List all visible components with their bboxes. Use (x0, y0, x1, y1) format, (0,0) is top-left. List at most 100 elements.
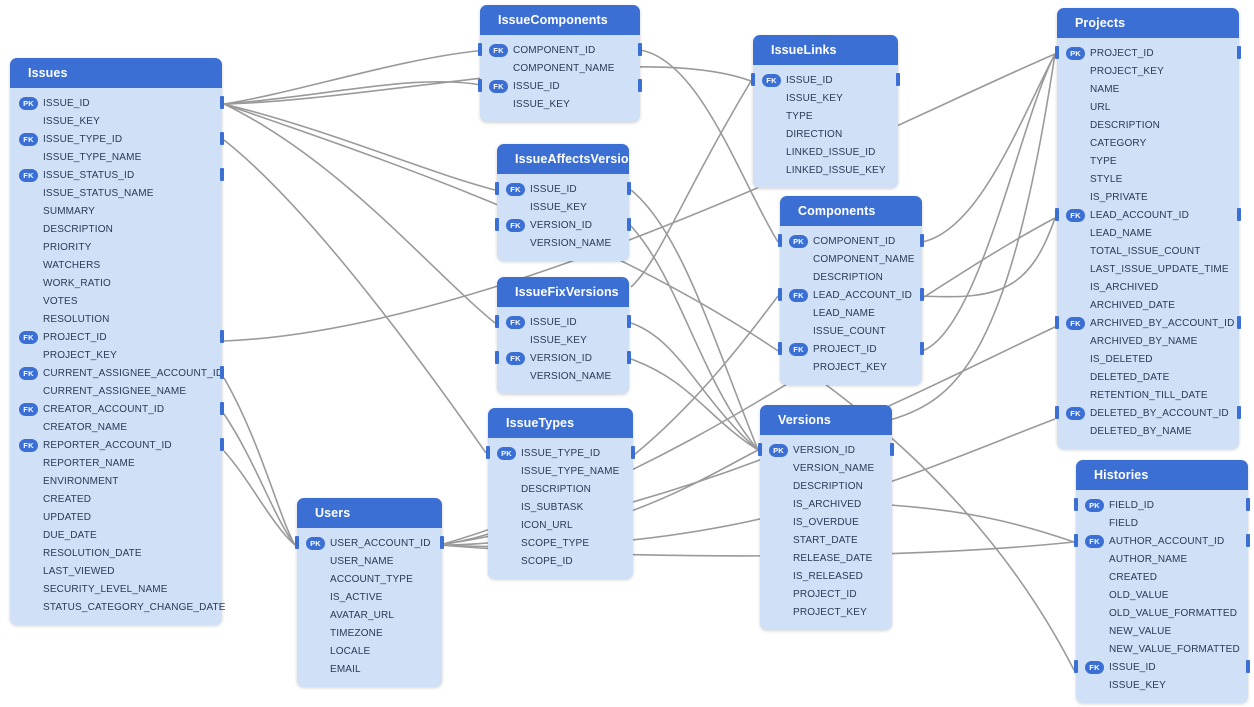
foreign-key-badge: FK (19, 438, 38, 452)
connector-port-right[interactable] (627, 351, 631, 364)
connector-port-right[interactable] (1237, 46, 1241, 59)
connector-port-right[interactable] (1246, 498, 1250, 511)
field-name: OLD_VALUE (1109, 589, 1169, 601)
field-name: LAST_VIEWED (43, 565, 115, 577)
connector-port-left[interactable] (1055, 208, 1059, 221)
connector-port-right[interactable] (220, 132, 224, 145)
connector-port-left[interactable] (495, 182, 499, 195)
connector-port-right[interactable] (1237, 208, 1241, 221)
connector-port-left[interactable] (1055, 406, 1059, 419)
field-name: CATEGORY (1090, 137, 1147, 149)
field-name: TIMEZONE (330, 627, 383, 639)
field-name: IS_DELETED (1090, 353, 1153, 365)
field-name: LINKED_ISSUE_KEY (786, 164, 886, 176)
connector-port-left[interactable] (486, 446, 490, 459)
connector-port-right[interactable] (220, 96, 224, 109)
field-name: RESOLUTION_DATE (43, 547, 142, 559)
connector-port-left[interactable] (295, 536, 299, 549)
connector-port-right[interactable] (1246, 660, 1250, 673)
field-name: NAME (1090, 83, 1120, 95)
connector-port-right[interactable] (220, 330, 224, 343)
connector-port-right[interactable] (1246, 534, 1250, 547)
connector-port-right[interactable] (627, 315, 631, 328)
field-name: ISSUE_COUNT (813, 325, 886, 337)
field-row: UPDATED (10, 508, 222, 526)
connector-port-left[interactable] (495, 218, 499, 231)
connector-port-left[interactable] (1055, 316, 1059, 329)
field-row: COMPONENT_NAME (780, 250, 922, 268)
connector-port-right[interactable] (631, 446, 635, 459)
field-row: USER_NAME (297, 552, 442, 570)
foreign-key-badge: FK (1085, 660, 1104, 674)
field-row: CREATED (1076, 568, 1248, 586)
field-name: IS_ARCHIVED (1090, 281, 1159, 293)
connector-port-left[interactable] (778, 342, 782, 355)
connector-port-left[interactable] (478, 79, 482, 92)
field-name: PROJECT_ID (813, 343, 877, 355)
connector-port-left[interactable] (1074, 660, 1078, 673)
connector-port-right[interactable] (896, 73, 900, 86)
connector-port-right[interactable] (638, 79, 642, 92)
relationship-edge (630, 189, 759, 451)
connector-port-right[interactable] (920, 342, 924, 355)
field-row: WATCHERS (10, 256, 222, 274)
connector-port-left[interactable] (778, 234, 782, 247)
field-name: FIELD (1109, 517, 1139, 529)
connector-port-left[interactable] (751, 73, 755, 86)
field-row: STYLE (1057, 170, 1239, 188)
field-name: ISSUE_STATUS_NAME (43, 187, 154, 199)
connector-port-right[interactable] (1237, 406, 1241, 419)
field-row: CREATOR_NAME (10, 418, 222, 436)
connector-port-right[interactable] (890, 443, 894, 456)
connector-port-left[interactable] (1074, 534, 1078, 547)
field-row: TOTAL_ISSUE_COUNT (1057, 242, 1239, 260)
connector-port-left[interactable] (758, 443, 762, 456)
field-row: URL (1057, 98, 1239, 116)
connector-port-right[interactable] (638, 43, 642, 56)
field-name: ISSUE_TYPE_ID (43, 133, 123, 145)
connector-port-left[interactable] (478, 43, 482, 56)
field-name: VOTES (43, 295, 78, 307)
connector-port-right[interactable] (627, 182, 631, 195)
connector-port-right[interactable] (220, 168, 224, 181)
connector-port-right[interactable] (1237, 316, 1241, 329)
connector-port-left[interactable] (1074, 498, 1078, 511)
foreign-key-badge: FK (506, 218, 525, 232)
connector-port-right[interactable] (220, 438, 224, 451)
field-name: DUE_DATE (43, 529, 97, 541)
field-name: LEAD_NAME (1090, 227, 1152, 239)
connector-port-left[interactable] (1055, 46, 1059, 59)
connector-port-right[interactable] (220, 366, 224, 379)
field-name: DESCRIPTION (521, 483, 591, 495)
field-row: IS_ACTIVE (297, 588, 442, 606)
connector-port-right[interactable] (440, 536, 444, 549)
field-name: RESOLUTION (43, 313, 110, 325)
connector-port-right[interactable] (627, 218, 631, 231)
connector-port-left[interactable] (495, 315, 499, 328)
connector-port-right[interactable] (220, 402, 224, 415)
connector-port-left[interactable] (495, 351, 499, 364)
connector-port-left[interactable] (778, 288, 782, 301)
field-row: VERSION_NAME (497, 367, 629, 385)
field-row: ACCOUNT_TYPE (297, 570, 442, 588)
connector-port-right[interactable] (920, 234, 924, 247)
connector-port-right[interactable] (920, 288, 924, 301)
